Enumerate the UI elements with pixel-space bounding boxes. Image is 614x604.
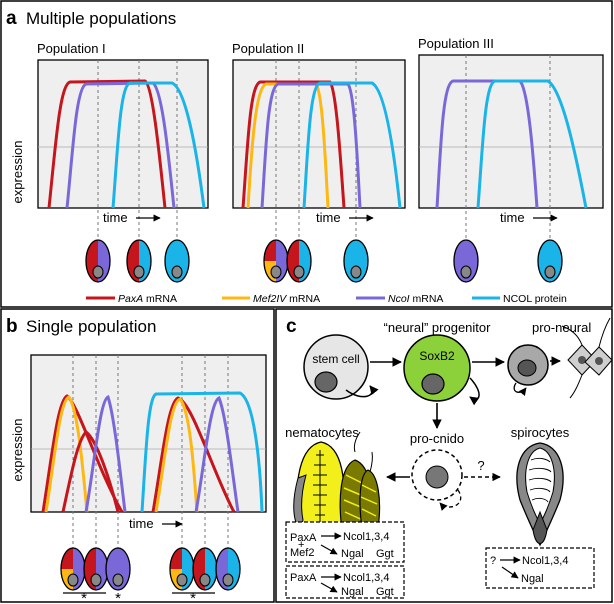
legend-protein: NCOL protein xyxy=(503,293,567,305)
ncol-protein-curve xyxy=(302,81,402,209)
panel-a-title: Multiple populations xyxy=(26,9,176,28)
ncol-protein-curve xyxy=(140,391,264,513)
plot-area xyxy=(418,54,604,209)
cell-ncol xyxy=(105,547,131,591)
neuron-cells-icon xyxy=(561,317,613,399)
paxa-curve xyxy=(151,396,236,513)
spirocyte-cell-icon xyxy=(516,442,564,547)
pro-cnido-cell xyxy=(411,449,463,501)
target-gene-label: Ngal xyxy=(521,573,544,585)
regulator-label: PaxA xyxy=(290,572,317,584)
pro-cnido-label: pro-cnido xyxy=(410,431,464,446)
stem-cell-label: stem cell xyxy=(312,352,359,366)
cell-ncol xyxy=(453,239,479,283)
population-2-label: Population II xyxy=(232,41,304,56)
panel-a-letter: a xyxy=(6,8,17,29)
ncol-protein-curve xyxy=(476,79,588,209)
cell-pax-ncol xyxy=(83,547,109,591)
self-renewal-arrow xyxy=(439,489,462,511)
nematocytes-label: nematocytes xyxy=(285,425,359,440)
cell-pax-protein xyxy=(286,239,312,283)
cell-ncol-protein xyxy=(215,547,241,591)
panel-c-frame xyxy=(275,308,613,603)
target-gene-label: Ncol1,3,4 xyxy=(343,531,389,543)
regulation-box-spirocyte: ? Ncol1,3,4 Ngal xyxy=(485,547,595,589)
neural-progenitor-label: “neural” progenitor xyxy=(384,320,492,335)
panel-b-title: Single population xyxy=(26,317,156,336)
panel-b-letter: b xyxy=(6,316,18,337)
regulation-box-nematocyte-alt: PaxA Ncol1,3,4 Ngal Ggt xyxy=(285,565,405,599)
paxa-curve xyxy=(41,394,124,513)
regulator-label: PaxA xyxy=(290,532,317,544)
target-gene-label: Ncol1,3,4 xyxy=(522,555,568,567)
cell-pax-protein xyxy=(192,547,218,591)
regulation-box-nematocyte: PaxA + Mef2 Ncol1,3,4 Ngal Ggt xyxy=(285,521,405,563)
stem-cell xyxy=(303,334,369,400)
regulator-label: Mef2 xyxy=(290,547,314,559)
population-3-plot xyxy=(418,54,604,238)
time-label: time xyxy=(500,210,525,225)
population-2-plot xyxy=(232,59,406,238)
target-gene-label: Ngal xyxy=(341,586,364,598)
cell-pax-mef2-ncol xyxy=(60,547,86,591)
asterisk: * xyxy=(81,590,87,604)
ncol-mrna-curve xyxy=(260,82,362,209)
target-gene-label: Ggt xyxy=(376,548,394,560)
population-1-label: Population I xyxy=(37,41,106,56)
cell-protein xyxy=(537,239,563,283)
paxa-curve xyxy=(61,430,120,513)
time-label: time xyxy=(316,210,341,225)
legend-mef2: Mef2IV mRNA xyxy=(253,293,320,305)
cell-pax-ncol xyxy=(85,239,111,283)
ncol-mrna-curve xyxy=(65,81,176,209)
legend-ncol: NcoI mRNA xyxy=(388,293,443,305)
target-gene-label: Ncol1,3,4 xyxy=(343,572,389,584)
ncol-protein-curve xyxy=(111,81,206,209)
self-renewal-arrow xyxy=(513,382,527,396)
pro-neural-label: pro-neural xyxy=(532,320,591,335)
self-renewal-arrow xyxy=(345,385,379,398)
mef2-curve xyxy=(44,395,89,513)
cell-pax-mef2-ncol xyxy=(263,239,289,283)
pro-neural-cell xyxy=(507,344,549,386)
target-gene-label: Ngal xyxy=(341,548,364,560)
asterisk: * xyxy=(115,590,121,604)
asterisk: * xyxy=(190,590,196,604)
self-renewal-arrow xyxy=(469,377,480,406)
paxa-curve xyxy=(47,79,167,209)
cell-pax-protein xyxy=(126,239,152,283)
ncol-mrna-curve xyxy=(194,395,240,513)
cell-pax-mef2-protein xyxy=(169,547,195,591)
panel-b-ylabel: expression xyxy=(10,419,25,482)
ncol-mrna-curve xyxy=(84,395,127,513)
time-label: time xyxy=(129,516,154,531)
legend-paxa: PaxA mRNA xyxy=(118,293,177,305)
paxa-curve xyxy=(241,80,346,209)
soxb2-progenitor-cell xyxy=(403,334,471,402)
legend: PaxA mRNA Mef2IV mRNA NcoI mRNA NCOL pro… xyxy=(86,293,567,305)
single-population-plot xyxy=(30,354,267,560)
cell-protein xyxy=(343,239,369,283)
ncol-mrna-curve xyxy=(435,79,539,209)
target-gene-label: Ggt xyxy=(376,586,394,598)
time-label: time xyxy=(103,210,128,225)
unknown-regulator: ? xyxy=(490,555,496,567)
uncertain-mark: ? xyxy=(477,458,484,473)
population-1-plot xyxy=(37,59,209,238)
population-3-label: Population III xyxy=(418,36,494,51)
panel-a-ylabel: expression xyxy=(10,141,25,204)
cell-protein xyxy=(164,239,190,283)
panel-c-letter: c xyxy=(286,316,297,337)
mef2-curve xyxy=(154,397,199,513)
panel-a-frame xyxy=(0,0,613,308)
spirocytes-label: spirocytes xyxy=(511,425,570,440)
soxb2-label: SoxB2 xyxy=(419,349,455,363)
plus-label: + xyxy=(298,539,304,551)
panel-b-frame xyxy=(0,308,275,603)
